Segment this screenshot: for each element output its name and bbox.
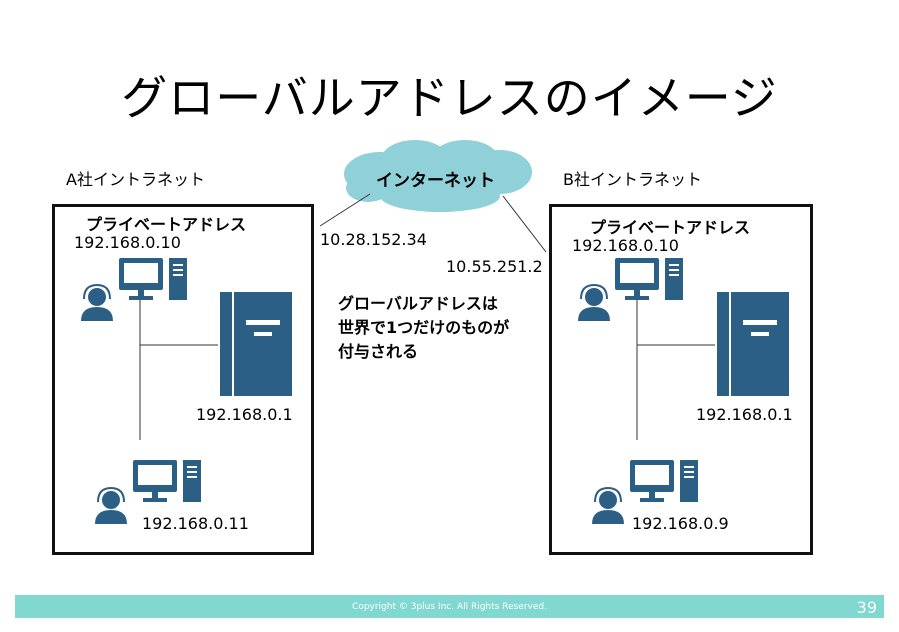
footer-bar xyxy=(15,595,884,618)
note-line-2: 世界で1つだけのものが xyxy=(338,318,510,337)
network-a-label: A社イントラネット xyxy=(66,170,205,189)
link-a-to-internet xyxy=(319,193,371,227)
network-a-pc-bottom-ip: 192.168.0.11 xyxy=(142,514,249,533)
network-b-private-label: プライベートアドレス xyxy=(590,218,751,237)
network-a-server-ip: 192.168.0.1 xyxy=(196,405,293,424)
network-a-global-ip: 10.28.152.34 xyxy=(320,230,427,249)
note-line-3: 付与される xyxy=(338,342,419,361)
note-line-1: グローバルアドレスは xyxy=(338,294,498,313)
network-b-pc-bottom-ip: 192.168.0.9 xyxy=(632,514,729,533)
internet-label: インターネット xyxy=(376,171,495,191)
network-b-global-ip: 10.55.251.2 xyxy=(446,257,543,276)
copyright-text: Copyright © 3plus Inc. All Rights Reserv… xyxy=(352,602,547,612)
global-address-note: グローバルアドレスは 世界で1つだけのものが 付与される xyxy=(338,292,509,364)
network-b-server-ip: 192.168.0.1 xyxy=(696,405,793,424)
internet-cloud-icon xyxy=(344,140,532,212)
network-a-pc-top-ip: 192.168.0.10 xyxy=(74,233,181,252)
network-a-private-label: プライベートアドレス xyxy=(86,215,247,234)
network-a-box xyxy=(52,204,314,555)
network-b-box xyxy=(549,204,813,555)
slide-title: グローバルアドレスのイメージ xyxy=(121,71,778,125)
network-b-label: B社イントラネット xyxy=(563,170,702,189)
page-number: 39 xyxy=(856,598,877,617)
network-b-pc-top-ip: 192.168.0.10 xyxy=(572,236,679,255)
link-b-to-internet xyxy=(502,195,547,253)
